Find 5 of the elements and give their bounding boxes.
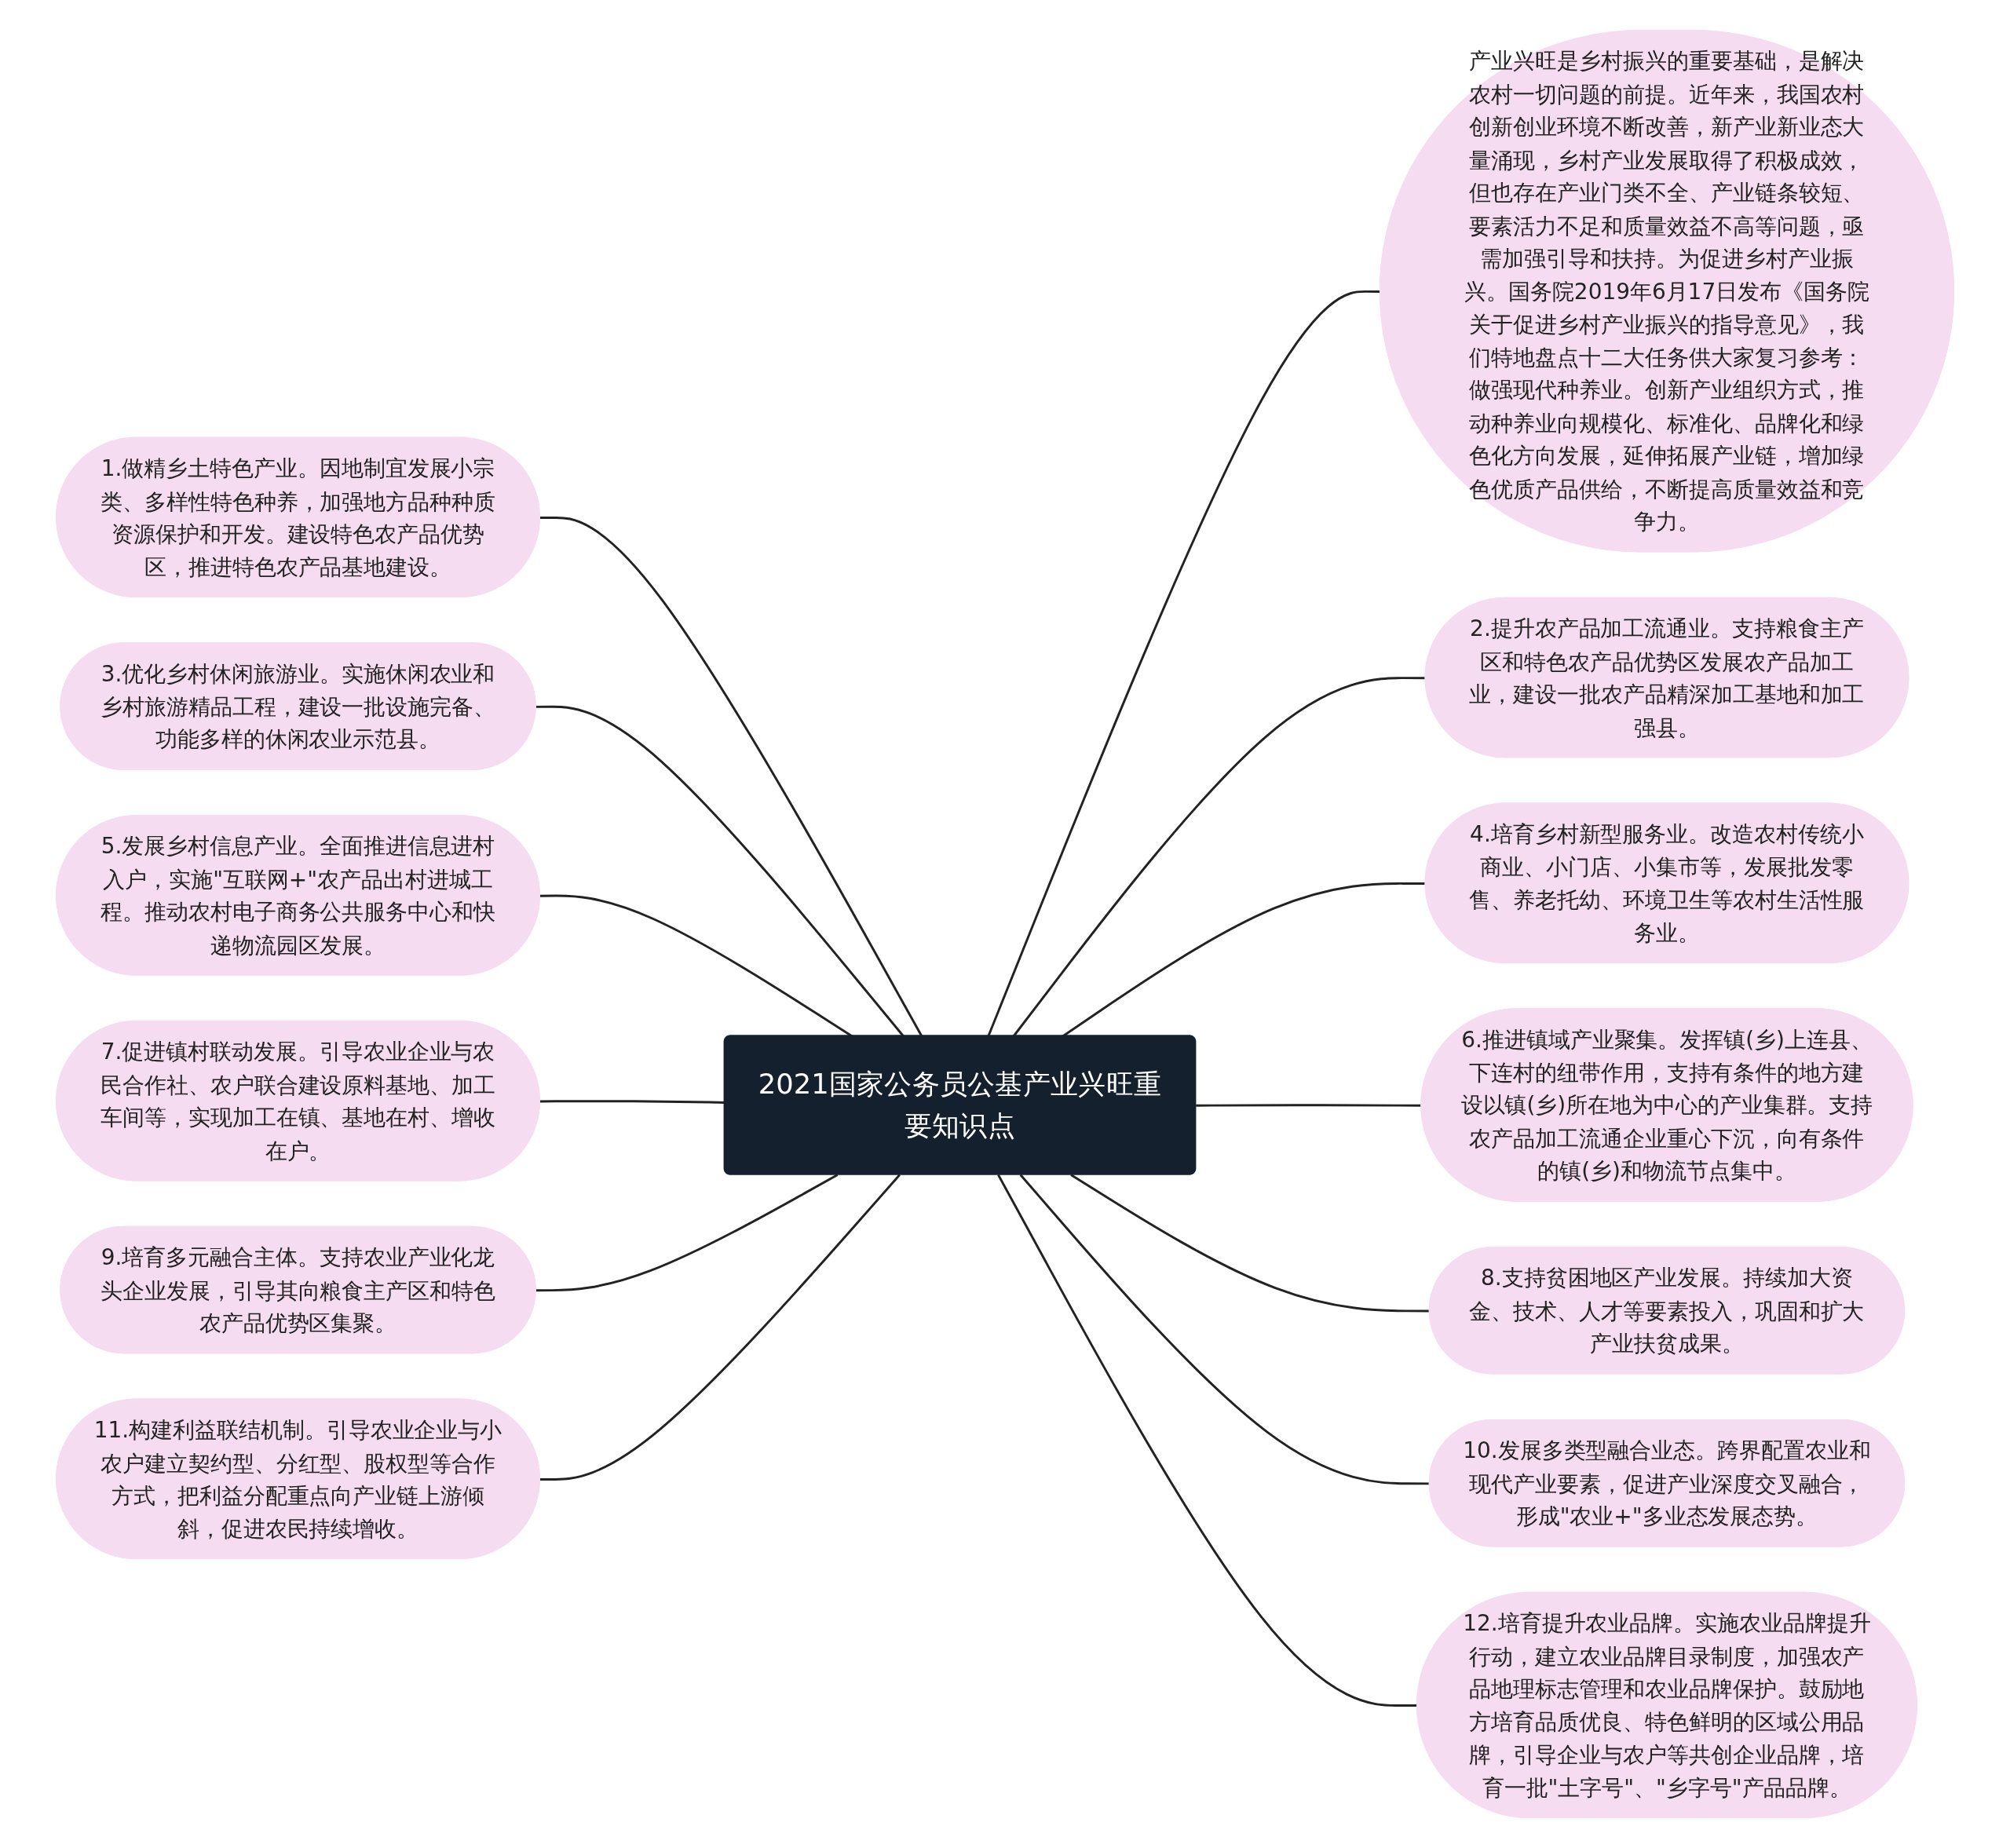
connector: [535, 1174, 839, 1292]
connector: [539, 1174, 901, 1481]
connector: [535, 705, 904, 1037]
connector: [1196, 1104, 1422, 1107]
connector: [539, 516, 923, 1037]
